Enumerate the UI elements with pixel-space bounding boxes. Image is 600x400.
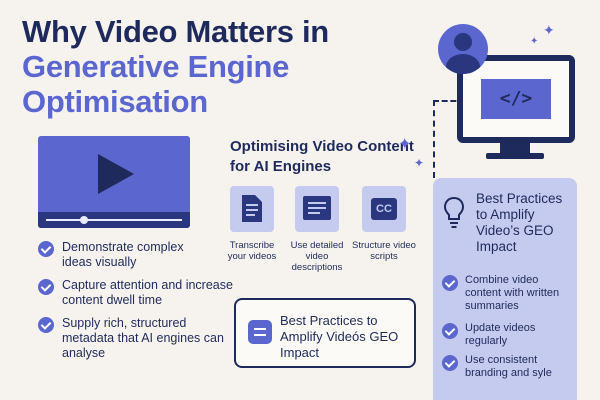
check-icon bbox=[442, 275, 458, 291]
card-transcribe bbox=[230, 186, 274, 232]
check-icon bbox=[38, 279, 54, 295]
list-item: Combine video content with written summa… bbox=[442, 274, 576, 313]
menu-lines-icon bbox=[248, 320, 272, 344]
list-item: Update videos regularly bbox=[442, 322, 576, 348]
title-line-2: Generative Engine bbox=[22, 49, 290, 84]
monitor-stand bbox=[500, 143, 530, 155]
check-icon bbox=[442, 323, 458, 339]
sparkle-icon: ✦ bbox=[414, 156, 425, 170]
section-heading: Optimising Video Content for AI Engines bbox=[230, 138, 414, 175]
list-item: Use consistent branding and syle bbox=[442, 354, 576, 380]
video-control-bar bbox=[38, 212, 190, 228]
play-icon bbox=[98, 154, 134, 194]
title-line-1: Why Video Matters in bbox=[22, 14, 329, 49]
video-progress-knob bbox=[80, 216, 88, 224]
monitor-base bbox=[486, 153, 544, 159]
best-practices-callout: Best Practices to Amplify Videós GEO Imp… bbox=[234, 298, 416, 368]
check-icon bbox=[38, 241, 54, 257]
sparkle-icon: ✦ bbox=[398, 136, 412, 153]
list-item: Capture attention and increase content d… bbox=[38, 278, 238, 308]
sparkle-icon: ✦ bbox=[530, 36, 539, 47]
check-icon bbox=[38, 317, 54, 333]
card-label: Structure video scripts bbox=[352, 240, 416, 262]
card-descriptions bbox=[295, 186, 339, 232]
sparkle-icon: ✦ bbox=[543, 22, 555, 38]
list-item: Supply rich, structured metadata that AI… bbox=[38, 316, 238, 361]
card-label: Transcribe your videos bbox=[227, 240, 277, 262]
page-title: Why Video Matters in Generative Engine O… bbox=[22, 14, 422, 119]
document-icon bbox=[242, 195, 262, 222]
list-item-text: Supply rich, structured metadata that AI… bbox=[62, 316, 224, 360]
lightbulb-icon bbox=[443, 196, 465, 228]
list-item-text: Update videos regularly bbox=[465, 322, 536, 347]
list-item-text: Capture attention and increase content d… bbox=[62, 278, 233, 307]
list-item-text: Combine video content with written summa… bbox=[465, 274, 560, 312]
list-item-text: Demonstrate complex ideas visually bbox=[62, 240, 184, 269]
list-item: Demonstrate complex ideas visually bbox=[38, 240, 238, 270]
dashed-connector bbox=[433, 100, 465, 102]
check-icon bbox=[442, 355, 458, 371]
card-label: Use detailed video descriptions bbox=[290, 240, 344, 273]
text-screen-icon bbox=[303, 196, 331, 220]
cc-icon: CC bbox=[371, 198, 397, 220]
title-line-3: Optimisation bbox=[22, 84, 208, 119]
monitor-illustration: </> bbox=[457, 55, 575, 143]
callout-text: Best Practices to Amplify Videós GEO Imp… bbox=[280, 313, 399, 360]
list-item-text: Use consistent branding and syle bbox=[465, 354, 552, 379]
card-scripts: CC bbox=[362, 186, 406, 232]
video-progress-track bbox=[46, 216, 182, 224]
code-icon: </> bbox=[481, 79, 551, 119]
dashed-connector bbox=[433, 100, 435, 178]
panel-title: Best Practices to Amplify Video’s GEO Im… bbox=[476, 191, 563, 254]
user-avatar-icon bbox=[438, 24, 488, 74]
video-player-illustration bbox=[38, 136, 190, 228]
